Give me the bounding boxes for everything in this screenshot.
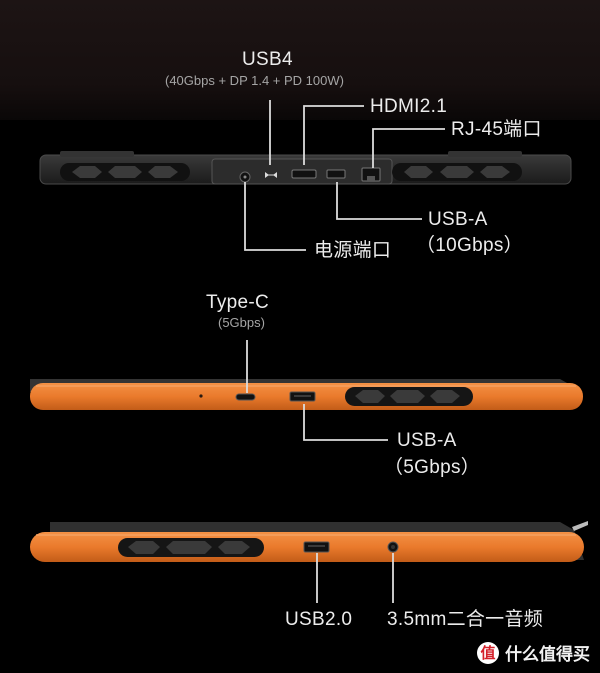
- right-callout-lines: [316, 553, 394, 603]
- left-vent: [345, 387, 473, 406]
- rear-usba-detail: （10Gbps）: [416, 235, 523, 256]
- rear-usba-label: USB-A: [428, 209, 488, 230]
- usb4-detail: (40Gbps + DP 1.4 + PD 100W): [165, 73, 344, 88]
- rear-ports: [239, 167, 381, 183]
- left-usba-detail: （5Gbps）: [384, 457, 481, 478]
- power-port-label: 电源端口: [314, 240, 392, 261]
- typec-label: Type-C: [206, 292, 270, 313]
- left-callout-lines: [246, 340, 388, 441]
- typec-detail: (5Gbps): [218, 315, 265, 330]
- watermark-text: 什么值得买: [505, 645, 590, 664]
- watermark: 值 什么值得买: [477, 640, 590, 665]
- right-vent: [118, 538, 264, 557]
- rj45-label: RJ-45端口: [451, 119, 542, 140]
- left-usba-label: USB-A: [397, 430, 457, 451]
- usb2-label: USB2.0: [285, 609, 353, 630]
- rear-right-vent: [392, 163, 522, 181]
- top-background-band: [0, 0, 600, 120]
- usb4-label: USB4: [242, 49, 293, 70]
- right-ports: [303, 541, 399, 553]
- audio-jack-label: 3.5mm二合一音频: [387, 609, 544, 630]
- hdmi-label: HDMI2.1: [370, 96, 448, 117]
- watermark-badge-icon: 值: [477, 641, 499, 664]
- left-ports: [199, 391, 316, 402]
- rear-left-vent: [60, 163, 190, 181]
- rear-callout-lines: [244, 100, 445, 251]
